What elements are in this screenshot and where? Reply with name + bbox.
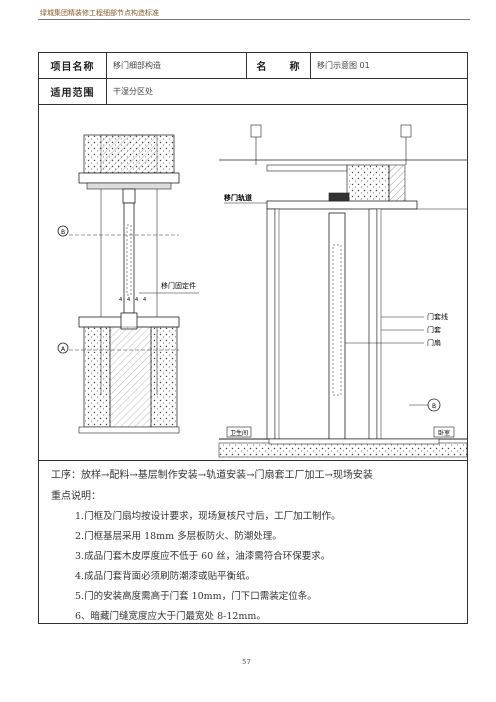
dim-3: 4: [135, 297, 138, 303]
dim-2: 4: [127, 297, 130, 303]
marker-b: B: [61, 229, 65, 236]
door-frame-label: 门套: [427, 325, 441, 334]
title-row: 项目名称 移门细部构造 名 称 移门示意图 01: [39, 53, 467, 79]
floor-right-label: 卧室: [438, 429, 450, 437]
spec-sheet: 项目名称 移门细部构造 名 称 移门示意图 01 适用范围 干湿分区处: [38, 52, 468, 624]
note-item-6: 6、暗藏门缝宽度应大于门最宽处 8-12mm。: [75, 611, 266, 622]
floor-left-label: 卫生间: [230, 429, 248, 437]
door-leaf-label: 门扇: [427, 338, 441, 347]
door-cover-label: 门套线: [427, 312, 448, 321]
name-value: 移门示意图 01: [317, 61, 370, 70]
scope-label: 适用范围: [39, 79, 107, 104]
note-item-5: 5.门的安装高度需高于门套 10mm，门下口需装定位条。: [75, 591, 317, 602]
notes-section: 工序：放样→配料→基层制作安装→轨道安装→门扇套工厂加工→现场安装 重点说明： …: [39, 460, 467, 625]
document-header: 绿城集团精装修工程细部节点构造标准: [40, 9, 159, 17]
name-label: 名 称: [247, 53, 311, 78]
page-number: 57: [242, 658, 251, 666]
rail-label: 移门轨道: [224, 193, 252, 202]
scope-row: 适用范围 干湿分区处: [39, 79, 467, 105]
note-item-1: 1.门框及门扇均按设计要求，现场复核尺寸后，工厂加工制作。: [75, 511, 341, 522]
marker-a: A: [61, 346, 66, 353]
note-item-3: 3.成品门套木皮厚度应不低于 60 丝，油漆需符合环保要求。: [75, 551, 331, 562]
sliding-door-detail-svg: B A 移门固定件 4 4 4 4: [57, 124, 468, 458]
locator-label: 移门固定件: [161, 281, 196, 290]
construction-drawing: B A 移门固定件 4 4 4 4: [39, 105, 468, 461]
dim-4: 4: [143, 297, 146, 303]
note-item-2: 2.门框基层采用 18mm 多层板防火、防潮处理。: [75, 531, 282, 542]
scope-value: 干湿分区处: [113, 87, 153, 96]
left-section-view: B A 移门固定件 4 4 4 4: [57, 134, 199, 434]
key-points-heading: 重点说明：: [51, 491, 101, 502]
sub-marker-b: B: [432, 403, 436, 410]
process-text: 工序：放样→配料→基层制作安装→轨道安装→门扇套工厂加工→现场安装: [51, 470, 373, 481]
header-rule: [38, 19, 470, 20]
note-item-4: 4.成品门套背面必须刷防潮漆或贴平衡纸。: [75, 571, 256, 582]
dim-1: 4: [119, 297, 122, 303]
project-name-value: 移门细部构造: [107, 53, 247, 78]
project-name-label: 项目名称: [39, 53, 107, 78]
right-section-view: 移门轨道 门套线 门套 门扇: [218, 124, 468, 458]
